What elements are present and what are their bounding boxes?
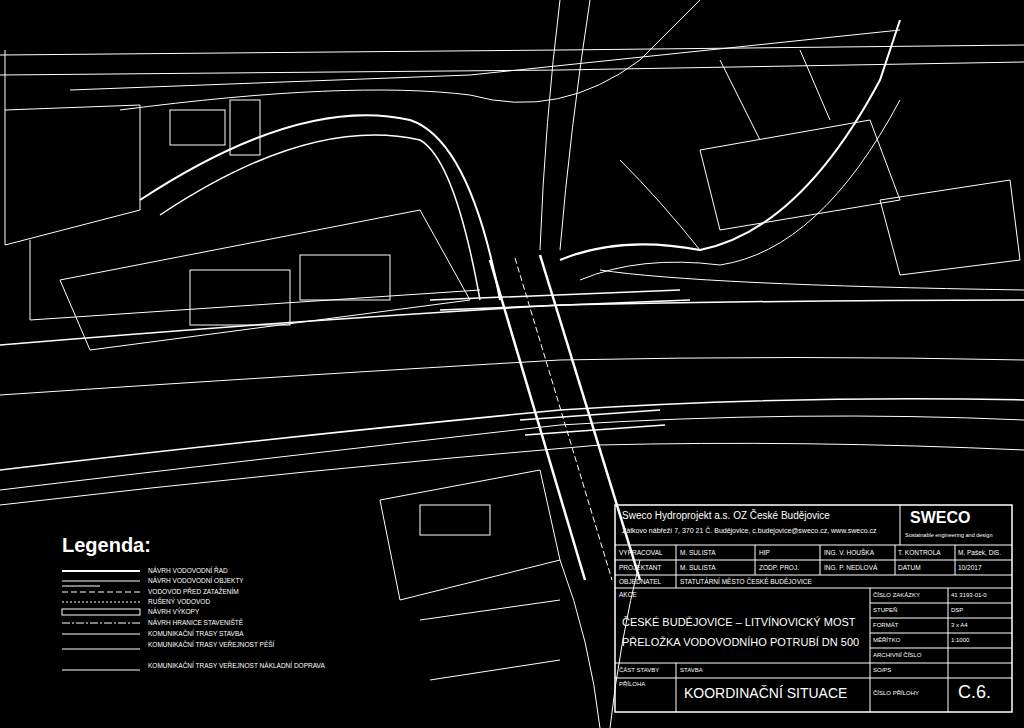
title-block-text: ČÍSLO PŘÍLOHY [873, 690, 919, 697]
road [140, 115, 500, 300]
building [230, 100, 260, 155]
title-block-text: MĚŘÍTKO [873, 637, 900, 644]
plot [30, 240, 480, 320]
title-block-text: 10/2017 [958, 564, 982, 571]
building [170, 110, 225, 145]
road [620, 160, 700, 250]
title-block-text: ČÁST STAVBY [619, 667, 659, 674]
plot [60, 210, 470, 350]
bridge-deck [430, 290, 690, 310]
company-name: Sweco Hydroprojekt a.s. OZ České Budějov… [622, 510, 830, 521]
title-block-text: DSP [951, 607, 963, 614]
title-block-text: STAVBA [680, 667, 703, 674]
title-block-text: DATUM [898, 564, 921, 571]
title-block-text: AKCE [619, 591, 637, 598]
street-line [560, 0, 590, 250]
building [420, 505, 490, 535]
plot [380, 470, 560, 600]
title-block-text: ČÍSLO ZAKÁZKY [873, 592, 920, 599]
title-block-text: C.6. [958, 683, 991, 703]
title-block-text: ING. P. NEDLOVÁ [824, 564, 877, 571]
plot [880, 180, 1020, 275]
riverbank [0, 443, 1024, 505]
riverbank [0, 358, 1024, 396]
title-block-text: 41 3193-01-0 [951, 592, 987, 599]
legend-samples [62, 571, 140, 670]
title-block-text: ČESKÉ BUDĚJOVICE – LITVÍNOVICKÝ MOST [622, 616, 856, 628]
title-block-text: PROJEKTANT [619, 564, 662, 571]
street-line [0, 62, 1024, 75]
company-tagline: Sustainable engineering and design [905, 532, 992, 538]
plot [5, 50, 140, 245]
title-block-grid [615, 505, 1012, 712]
street-line [540, 0, 560, 250]
street-line [560, 560, 600, 728]
company-address: Zátkovo nábřeží 7, 370 21 Č. Budějovice,… [622, 527, 877, 535]
road [560, 20, 900, 260]
street-line [120, 0, 700, 110]
title-block-text: ARCHIVNÍ ČÍSLO [873, 652, 921, 659]
title-block-text: M. SULISTA [680, 564, 716, 571]
street-line [0, 45, 1024, 55]
riverbank [0, 399, 1024, 470]
title-block-text: SO/PS [873, 667, 891, 674]
bridge-deck [520, 410, 665, 435]
title-block-text: STATUTÁRNÍ MĚSTO ČESKÉ BUDĚJOVICE [680, 578, 812, 585]
title-block-text: M. SULISTA [680, 549, 716, 556]
legend-text: KOMUNIKAČNÍ TRASY VEŘEJNOST PĚŠÍ [148, 641, 274, 648]
legend-text: NÁVRH HRANICE STAVENIŠTĚ [148, 619, 243, 626]
street-line [420, 600, 560, 680]
legend-text: NÁVRH VÝKOPY [148, 608, 199, 615]
title-block-text: ZODP. PROJ. [759, 564, 799, 571]
title-block-text: VYPRACOVAL [619, 549, 663, 556]
title-block-text: PŘELOŽKA VODOVODNÍHO POTRUBÍ DN 500 [622, 636, 859, 648]
title-block-text: ING. V. HOUŠKA [824, 549, 874, 556]
title-block-text: STUPEŇ [873, 607, 897, 614]
title-block-text: FORMÁT [873, 622, 898, 629]
legend-text: NÁVRH VODOVODNÍ ŘAD [148, 567, 228, 574]
title-block-text: 1:1000 [951, 637, 969, 644]
title-block-text: HIP [759, 549, 770, 556]
street-line [600, 270, 1024, 290]
title-block-text: OBJEDNATEL [619, 578, 661, 585]
road [160, 135, 480, 300]
legend-text: VODOVOD PŘED ZATAŽENÍM [148, 588, 239, 595]
plot [720, 50, 830, 140]
legend-text: NÁVRH VODOVODNÍ OBJEKTY [148, 577, 244, 584]
title-block-text: M. Pašek, DiS. [958, 549, 1001, 556]
title-block-text: 3 x A4 [951, 622, 968, 629]
title-block-text: KOORDINAČNÍ SITUACE [684, 686, 847, 701]
legend-text: KOMUNIKAČNÍ TRASY STAVBA [148, 630, 244, 637]
company-logo: SWECO [910, 509, 970, 527]
legend-text: KOMUNIKAČNÍ TRASY VEŘEJNOST NÁKLADNÍ DOP… [148, 662, 325, 669]
title-block-text: T. KONTROLA [898, 549, 941, 556]
street-line [70, 30, 900, 90]
plot [700, 120, 900, 230]
road [580, 100, 900, 280]
legend-text: RUŠENÝ VODOVOD [148, 598, 210, 605]
building [190, 270, 290, 325]
title-block-text: PŘÍLOHA [619, 681, 645, 688]
legend-heading: Legenda: [62, 534, 151, 556]
building [300, 255, 390, 300]
